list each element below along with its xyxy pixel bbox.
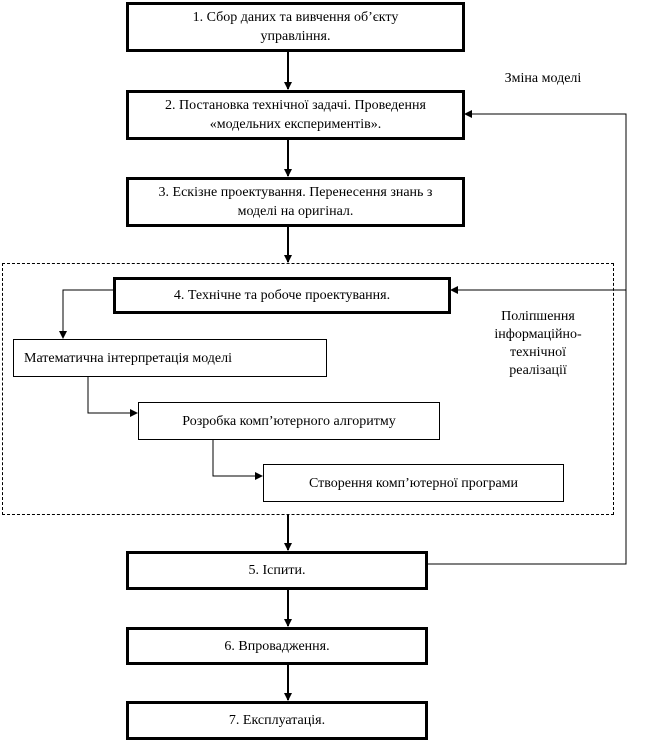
step-3-box: 3. Ескізне проектування. Перенесення зна… — [126, 177, 465, 227]
step-7-text: 7. Експлуатація. — [228, 713, 326, 728]
step-5-text: 5. Іспити. — [248, 563, 306, 578]
step-4-text: 4. Технічне та робоче проектування. — [173, 288, 391, 303]
step-5-box: 5. Іспити. — [126, 551, 428, 590]
improvement-label: Поліпшення інформаційно-технічної реаліз… — [494, 309, 582, 378]
step-4-box: 4. Технічне та робоче проектування. — [113, 277, 451, 314]
step-7-box: 7. Експлуатація. — [126, 701, 428, 740]
step-1-box: 1. Сбор даних та вивчення об’єкту управл… — [126, 2, 465, 52]
arrow-4-to-math — [59, 289, 113, 339]
step-6-box: 6. Впровадження. — [126, 627, 428, 665]
algorithm-text: Розробка комп’ютерного алгоритму — [182, 413, 396, 429]
step-3-text: 3. Ескізне проектування. Перенесення зна… — [158, 185, 433, 219]
program-text: Створення комп’ютерної програми — [308, 475, 519, 491]
step-2-text: 2. Постановка технічної задачі. Проведен… — [165, 98, 426, 132]
algorithm-box: Розробка комп’ютерного алгоритму — [138, 402, 440, 440]
math-interpretation-box: Математична інтерпретація моделі — [13, 339, 327, 377]
program-box: Створення комп’ютерної програми — [263, 464, 564, 502]
arrow-math-to-algorithm — [87, 376, 138, 417]
feedback-line — [427, 110, 627, 565]
step-2-box: 2. Постановка технічної задачі. Проведен… — [126, 90, 465, 140]
model-change-label: Зміна моделі — [504, 71, 582, 86]
math-interpretation-text: Математична інтерпретація моделі — [24, 350, 233, 366]
implementation-group — [2, 263, 614, 515]
step-1-text: 1. Сбор даних та вивчення об’єкту управл… — [192, 10, 399, 44]
step-6-text: 6. Впровадження. — [224, 638, 330, 654]
arrow-algorithm-to-program — [212, 439, 263, 480]
